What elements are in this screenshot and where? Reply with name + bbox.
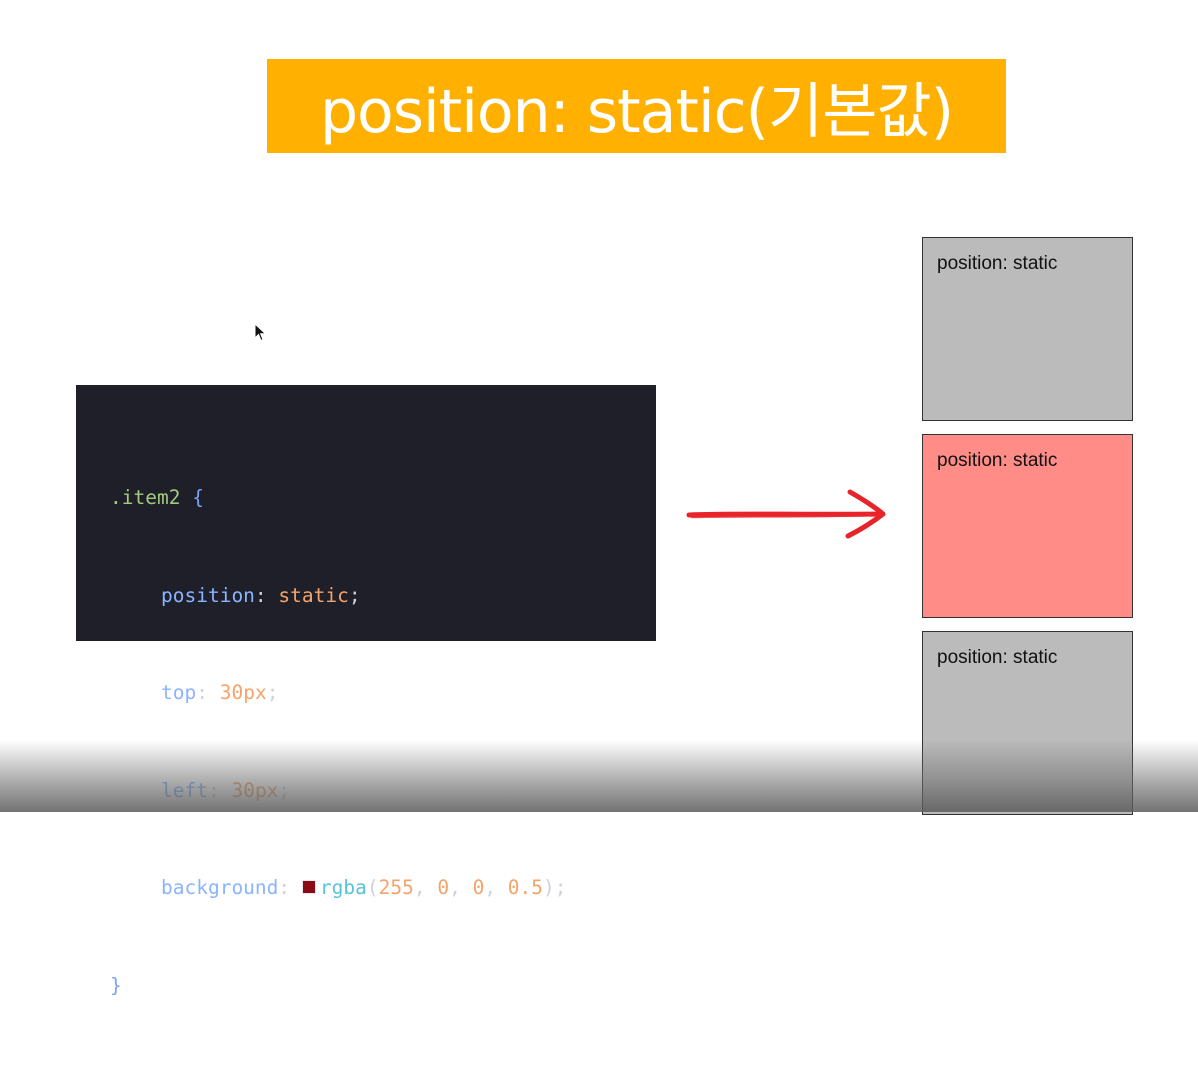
css-property: background — [161, 876, 279, 899]
code-line-top: top: 30px; — [161, 681, 279, 704]
code-line-position: position: static; — [161, 583, 361, 607]
demo-box-item2: position: static — [922, 434, 1133, 618]
demo-box-item3: position: static — [922, 631, 1133, 815]
css-selector: .item2 — [110, 486, 181, 509]
css-unit: px — [254, 778, 279, 802]
demo-box-item1: position: static — [922, 237, 1133, 421]
css-function: rgba — [319, 876, 367, 899]
demo-box-label: position: static — [937, 253, 1058, 274]
demo-box-label: position: static — [937, 450, 1058, 471]
code-panel: .item2 { position: static; top: 30px; le… — [76, 385, 656, 997]
code-line-selector: .item2 { — [110, 482, 567, 515]
code-line-left: left: 30px; — [161, 778, 291, 802]
css-value: static — [278, 583, 349, 607]
css-property: top — [161, 681, 197, 704]
css-property: left — [161, 778, 208, 802]
slide-title: position: static(기본값) — [319, 76, 954, 147]
css-unit: px — [243, 681, 267, 704]
arrow-right-icon — [686, 489, 886, 539]
css-property: position — [161, 583, 255, 607]
title-banner: position: static(기본값) — [267, 59, 1006, 153]
css-number: 30 — [231, 778, 255, 802]
code-line-close: } — [110, 970, 567, 1003]
mouse-cursor-icon — [254, 323, 267, 342]
css-number: 30 — [219, 681, 244, 704]
demo-box-label: position: static — [937, 647, 1058, 668]
code-line-background: background: rgba(255, 0, 0, 0.5); — [161, 876, 567, 899]
open-brace: { — [192, 486, 204, 509]
code-block: .item2 { position: static; top: 30px; le… — [110, 417, 567, 1067]
color-swatch-icon — [301, 880, 316, 894]
close-brace: } — [110, 973, 122, 997]
